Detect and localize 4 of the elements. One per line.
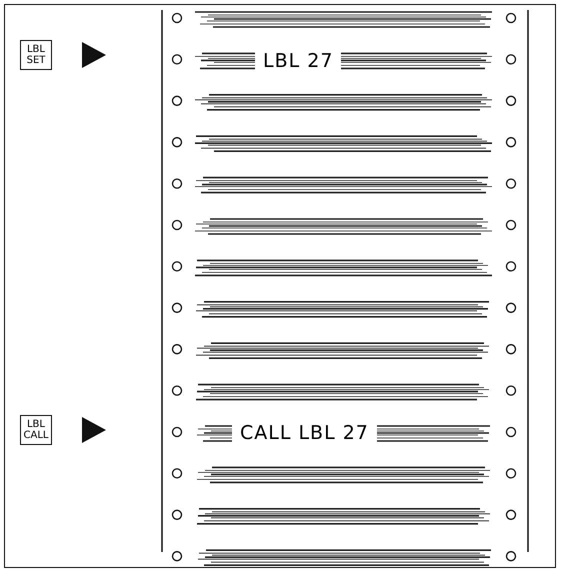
printed-text: CALL LBL 27 [232, 422, 377, 444]
key-label: LBL SET [20, 40, 52, 70]
printed-text: LBL 27 [255, 50, 342, 72]
key-label: LBL CALL [20, 415, 52, 445]
